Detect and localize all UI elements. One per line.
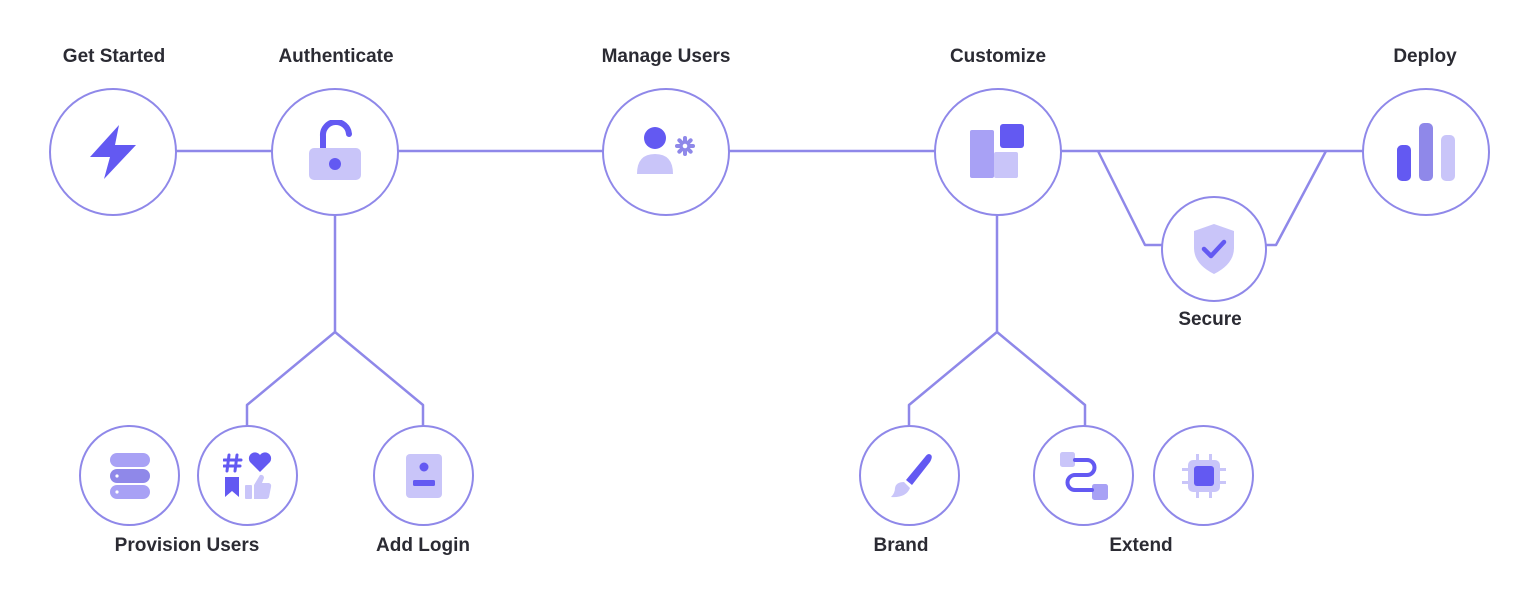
stage-label-manage-users: Manage Users: [601, 46, 731, 67]
node-provision-users-social[interactable]: [197, 425, 298, 526]
node-extend-workflow[interactable]: [1033, 425, 1134, 526]
node-manage-users[interactable]: [602, 88, 730, 216]
node-customize[interactable]: [934, 88, 1062, 216]
connector-extend-branch: [996, 331, 1087, 426]
node-add-login[interactable]: [373, 425, 474, 526]
node-get-started[interactable]: [49, 88, 177, 216]
sub-step-label-add-login: Add Login: [376, 535, 470, 556]
connector-add-login-branch: [334, 331, 425, 426]
social-icons-icon: [222, 451, 271, 499]
database-icon: [109, 452, 150, 499]
sub-step-label-provision-users: Provision Users: [114, 535, 260, 556]
connector-secure-branch: [1096, 150, 1163, 247]
sub-step-label-extend: Extend: [1109, 535, 1173, 556]
shield-check-icon: [1194, 224, 1234, 274]
lightning-bolt-icon: [90, 125, 136, 179]
sub-step-label-brand: Brand: [873, 535, 929, 556]
connector-authenticate-branch: [245, 214, 337, 426]
connector-secure-branch-right: [1265, 150, 1328, 247]
stage-label-customize: Customize: [949, 46, 1047, 67]
unlocked-padlock-icon: [309, 120, 361, 180]
connector-customize-branch: [907, 214, 999, 426]
login-form-icon: [405, 453, 442, 498]
stage-label-authenticate: Authenticate: [278, 46, 394, 67]
layout-blocks-icon: [970, 124, 1024, 178]
stage-label-get-started: Get Started: [62, 46, 166, 67]
paintbrush-icon: [890, 453, 932, 497]
node-brand[interactable]: [859, 425, 960, 526]
node-extend-chip[interactable]: [1153, 425, 1254, 526]
node-secure[interactable]: [1161, 196, 1267, 302]
user-settings-icon: [637, 127, 695, 174]
stage-label-deploy: Deploy: [1393, 46, 1457, 67]
node-authenticate[interactable]: [271, 88, 399, 216]
node-provision-users-database[interactable]: [79, 425, 180, 526]
stage-label-secure: Secure: [1178, 309, 1242, 330]
workflow-icon: [1059, 451, 1108, 500]
chip-icon: [1181, 453, 1226, 498]
node-deploy[interactable]: [1362, 88, 1490, 216]
bar-chart-icon: [1397, 123, 1455, 181]
